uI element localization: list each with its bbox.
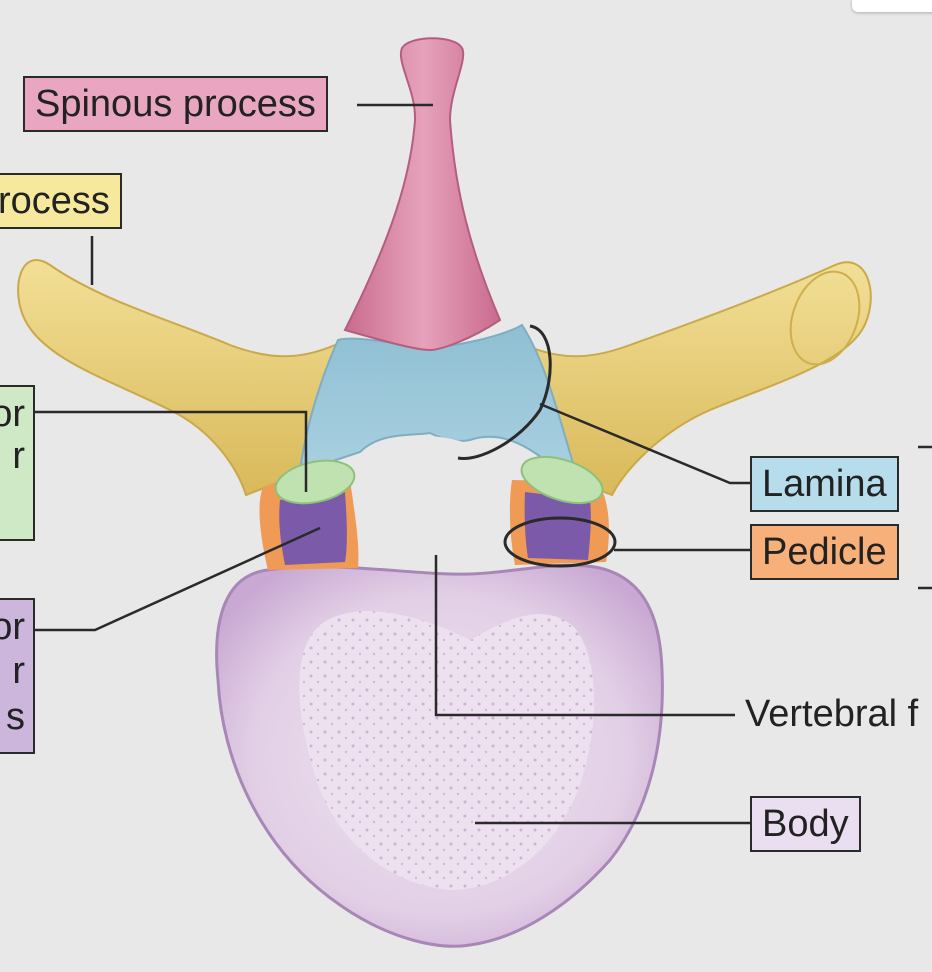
label-pedicle: Pedicle — [750, 524, 899, 580]
left-transverse-process-shape — [17, 259, 340, 497]
right-inferior-articular-process-shape — [524, 492, 591, 560]
spinous-process-shape — [343, 37, 502, 352]
right-transverse-facet — [789, 270, 861, 366]
superior-articular-line-1: or — [0, 393, 25, 435]
inferior-articular-line-2: r — [12, 650, 25, 692]
label-lamina: Lamina — [750, 456, 899, 512]
inferior-articular-line-1: or — [0, 606, 25, 648]
label-inferior-articular-process: or r s — [0, 598, 35, 754]
right-superior-articular-facet — [520, 455, 604, 505]
pedicle-outline — [503, 516, 617, 568]
label-superior-articular-process: or r — [0, 385, 35, 541]
label-body: Body — [750, 796, 861, 852]
label-vertebral-foramen: Vertebral f — [745, 693, 919, 735]
vertebral-foramen-leader — [434, 555, 735, 717]
cancellous-bone-texture — [299, 611, 595, 890]
inferior-articular-line-3: s — [6, 696, 25, 738]
inferior-articular-leader — [34, 526, 321, 632]
left-superior-articular-facet — [274, 459, 356, 505]
label-spinous-process: Spinous process — [23, 76, 328, 132]
superior-articular-leader — [34, 410, 308, 492]
label-transverse-process: rocess — [0, 173, 122, 229]
superior-articular-line-2: r — [12, 435, 25, 477]
vertebral-foramen-shape — [352, 436, 518, 570]
overlay-card — [852, 0, 932, 12]
lamina-leader — [539, 402, 750, 485]
lamina-bracket — [457, 324, 552, 460]
left-inferior-articular-process-shape — [279, 492, 347, 565]
